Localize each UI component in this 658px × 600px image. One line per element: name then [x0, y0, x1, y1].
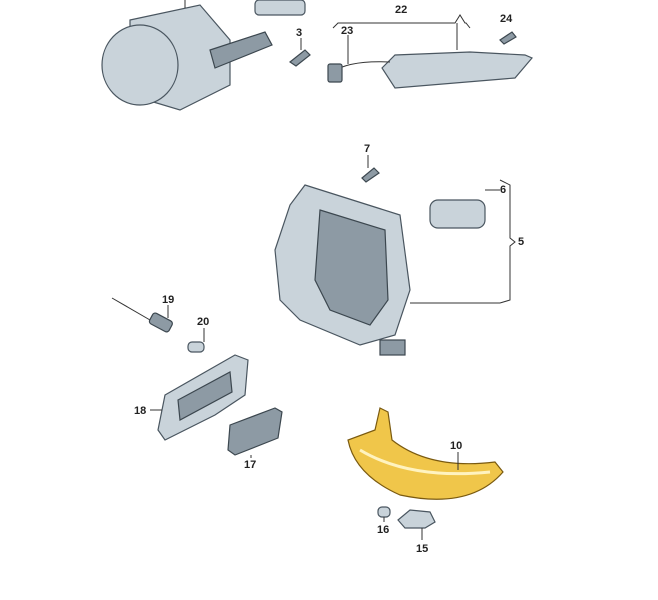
label-19: 19: [162, 294, 174, 306]
screw-3[interactable]: [288, 38, 311, 67]
label-15: 15: [416, 543, 428, 555]
label-5: 5: [518, 236, 524, 248]
cover-17[interactable]: [227, 407, 283, 458]
label-10: 10: [450, 440, 462, 452]
frame-18[interactable]: [150, 354, 249, 441]
label-17: 17: [244, 459, 256, 471]
label-22: 22: [395, 4, 407, 16]
bulb-20[interactable]: [187, 328, 205, 353]
label-24: 24: [500, 13, 513, 25]
label-20: 20: [197, 316, 209, 328]
label-18: 18: [134, 405, 146, 417]
bulb-top[interactable]: [254, 0, 306, 16]
screw-24[interactable]: [499, 31, 517, 45]
label-16: 16: [377, 524, 389, 536]
label-6: 6: [500, 184, 506, 196]
socket-15[interactable]: [397, 509, 436, 540]
turn-signal-lens-10[interactable]: [347, 407, 504, 500]
label-23: 23: [341, 25, 353, 37]
bulb-6[interactable]: [429, 189, 500, 229]
label-3: 3: [296, 27, 302, 39]
fog-lamp[interactable]: [101, 0, 273, 111]
side-marker-light[interactable]: [331, 51, 533, 89]
bulb-16[interactable]: [377, 506, 391, 522]
bulb-holder-19[interactable]: [111, 297, 173, 333]
connector-23[interactable]: [327, 35, 349, 83]
lamp-housing[interactable]: [274, 184, 411, 356]
label-7: 7: [364, 143, 370, 155]
screw-7[interactable]: [361, 155, 380, 183]
